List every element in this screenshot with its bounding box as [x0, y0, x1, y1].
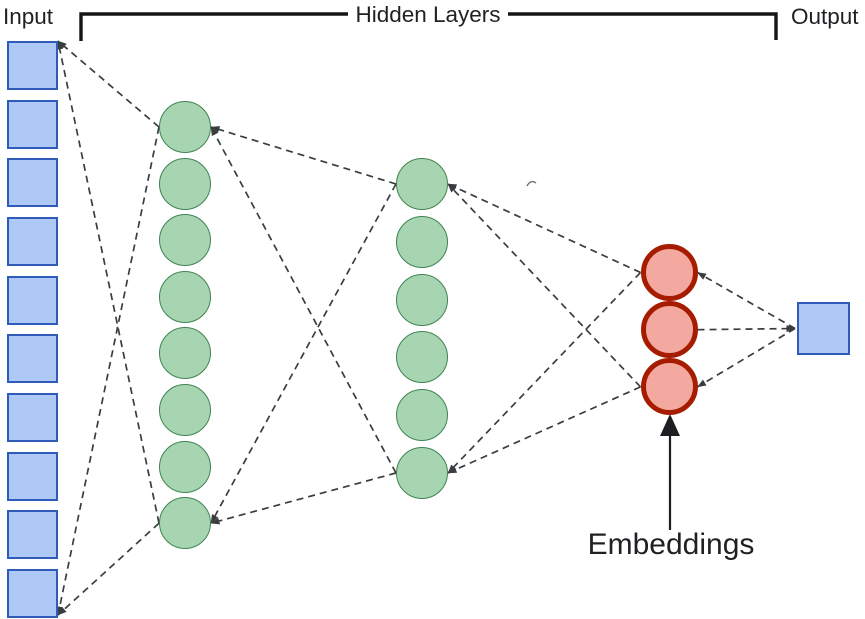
hidden1-node	[159, 440, 211, 493]
connection-lines	[56, 40, 796, 616]
connection-line	[697, 327, 796, 388]
input-node	[7, 334, 58, 384]
connection-line	[447, 183, 642, 388]
stray-mark	[526, 180, 537, 187]
connection-line	[57, 522, 160, 616]
hidden1-node	[159, 384, 211, 436]
hidden1-node	[159, 214, 211, 267]
hidden1-node	[159, 497, 211, 550]
output-label: Output	[791, 4, 859, 29]
connection-line	[210, 126, 397, 185]
connection-line	[447, 271, 642, 474]
hidden2-node	[396, 273, 448, 326]
input-node	[7, 568, 58, 618]
embeddings-arrowhead	[660, 414, 680, 436]
hidden1-node	[159, 101, 211, 153]
connection-line	[57, 40, 160, 128]
input-node	[7, 41, 58, 90]
output-node	[797, 302, 850, 355]
embeddings-node	[640, 244, 698, 301]
connection-line	[210, 126, 397, 474]
input-node	[7, 275, 58, 325]
input-node	[7, 99, 58, 149]
connection-line	[210, 183, 397, 524]
embeddings-node	[640, 301, 698, 359]
hidden2-node	[396, 215, 448, 268]
hidden2-node	[396, 331, 448, 384]
hidden2-node	[396, 389, 448, 442]
embeddings-label: Embeddings	[587, 528, 755, 561]
hidden1-node	[159, 270, 211, 323]
hidden2-node	[396, 447, 448, 499]
hidden1-node	[159, 157, 211, 210]
input-label: Input	[3, 4, 54, 29]
connection-line	[697, 271, 796, 330]
connection-line	[210, 472, 397, 525]
connection-line	[697, 325, 796, 333]
connection-line	[56, 40, 160, 524]
input-node	[7, 392, 58, 442]
hidden1-node	[159, 327, 211, 380]
embeddings-node	[640, 358, 698, 416]
input-node	[7, 451, 58, 501]
embeddings-arrow	[660, 414, 680, 530]
hidden-layers-label: Hidden Layers	[355, 2, 501, 27]
input-node	[7, 510, 58, 560]
input-node	[7, 158, 58, 208]
input-node	[7, 216, 58, 266]
hidden2-node	[396, 158, 448, 210]
hidden-layers-bracket	[79, 12, 778, 41]
